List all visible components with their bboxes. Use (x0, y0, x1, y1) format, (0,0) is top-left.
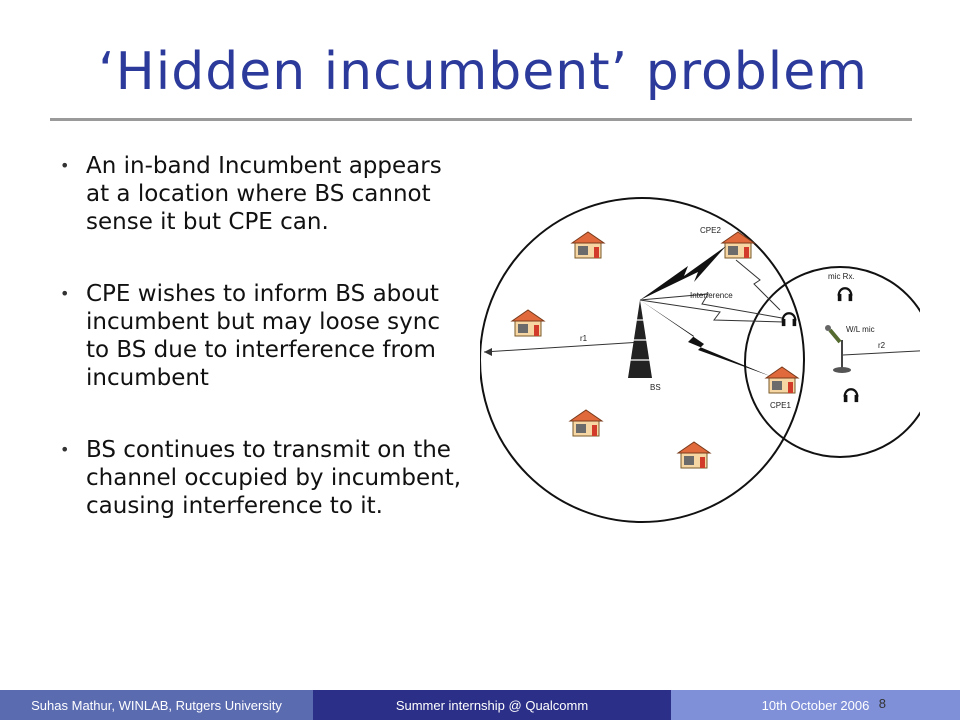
footer-author: Suhas Mathur, WINLAB, Rutgers University (0, 690, 313, 720)
hidden-incumbent-diagram: r1 r2 BS Interference CPE2 CPE1 mic Rx. … (480, 197, 920, 523)
bullet-item: CPE wishes to inform BS about incumbent … (58, 280, 468, 392)
title-divider (50, 118, 912, 121)
bs-tower-icon (628, 300, 652, 378)
bs-label: BS (650, 383, 661, 392)
house-icon (677, 441, 711, 469)
bs-to-cpe2-bolt (640, 246, 726, 300)
r1-line (483, 341, 643, 353)
house-icon (569, 409, 603, 437)
footer-date-section: 10th October 2006 8 (671, 690, 960, 720)
wireless-mic-icon (825, 325, 851, 373)
house-icon (571, 231, 605, 259)
slide-title: ‘Hidden incumbent’ problem (98, 42, 868, 102)
cpe2-label: CPE2 (700, 226, 721, 235)
cpe1-label: CPE1 (770, 401, 791, 410)
bullet-item: An in-band Incumbent appears at a locati… (58, 152, 468, 236)
interference-label: Interference (690, 291, 733, 300)
wl-mic-label: W/L mic (846, 325, 875, 334)
footer-event: Summer internship @ Qualcomm (313, 690, 671, 720)
footer: Suhas Mathur, WINLAB, Rutgers University… (0, 690, 960, 720)
cpe1-house-icon (765, 366, 799, 394)
r1-label: r1 (580, 334, 588, 343)
interference-bolt (639, 299, 785, 323)
interference-bolt (735, 259, 781, 311)
bs-coverage-circle (480, 197, 805, 523)
r2-label: r2 (878, 341, 886, 350)
footer-date: 10th October 2006 (761, 697, 870, 713)
headset-icon (836, 287, 854, 303)
cpe2-house-icon (721, 231, 755, 259)
bullet-item: BS continues to transmit on the channel … (58, 436, 468, 520)
interference-bolt (639, 293, 783, 319)
mic-rx-label: mic Rx. (828, 272, 855, 281)
house-icon (511, 309, 545, 337)
headset-icon (842, 388, 860, 404)
headset-icon (780, 312, 798, 328)
mic-coverage-circle (744, 266, 920, 458)
bullet-list: An in-band Incumbent appears at a locati… (58, 152, 468, 564)
r2-line (842, 350, 920, 356)
page-number: 8 (878, 696, 886, 711)
bs-to-cpe1-bolt (640, 300, 770, 376)
